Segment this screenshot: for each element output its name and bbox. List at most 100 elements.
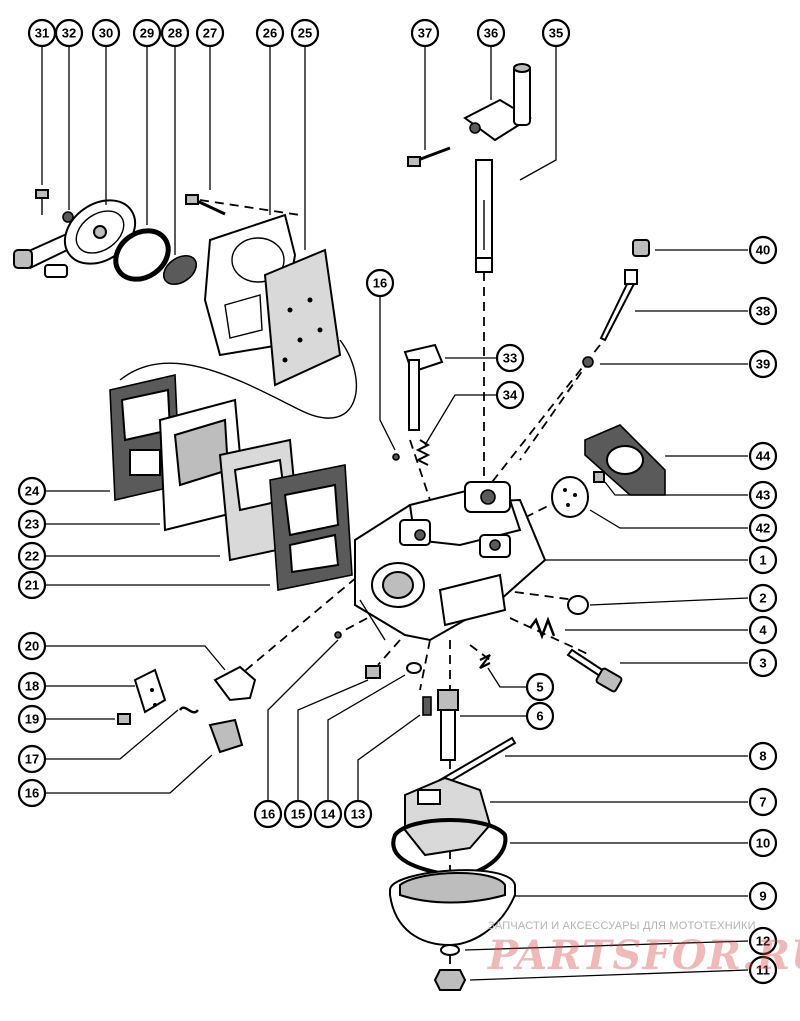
carburetor-body — [354, 481, 547, 642]
svg-text:37: 37 — [418, 26, 432, 41]
svg-text:19: 19 — [25, 712, 39, 727]
callout-43: 43 — [748, 480, 778, 510]
callout-42: 42 — [748, 513, 778, 543]
svg-text:13: 13 — [351, 807, 365, 822]
assembly-lines — [79, 199, 601, 965]
callout-29: 28 — [160, 18, 190, 48]
leader-lines — [41, 47, 749, 981]
svg-text:34: 34 — [503, 388, 518, 403]
svg-text:26: 26 — [263, 26, 277, 41]
throttle-shaft-group — [392, 63, 532, 466]
svg-text:44: 44 — [756, 449, 771, 464]
svg-text:21: 21 — [25, 578, 39, 593]
callout-16-top: 16 — [365, 268, 395, 298]
watermark: ЗАПЧАСТИ И АКСЕССУАРЫ ДЛЯ МОТОТЕХНИКИ PA… — [488, 918, 800, 988]
callout-22: 21 — [17, 570, 47, 600]
svg-text:11: 11 — [756, 963, 770, 978]
svg-text:27: 27 — [203, 26, 217, 41]
svg-text:6: 6 — [536, 709, 543, 724]
bracket-21 — [213, 665, 257, 702]
svg-text:33: 33 — [503, 351, 517, 366]
svg-text:23: 23 — [25, 517, 39, 532]
bowl-gasket — [391, 818, 508, 878]
callout-31: 30 — [91, 18, 121, 48]
callout-41: 40 — [748, 235, 778, 265]
watermark-caption: ЗАПЧАСТИ И АКСЕССУАРЫ ДЛЯ МОТОТЕХНИКИ — [488, 920, 756, 932]
callout-13: 13 — [343, 799, 373, 829]
svg-text:8: 8 — [759, 749, 766, 764]
svg-text:7: 7 — [759, 795, 766, 810]
svg-text:22: 22 — [25, 549, 39, 564]
svg-text:16: 16 — [373, 276, 387, 291]
callout-1: 1 — [748, 545, 778, 575]
callout-24: 23 — [17, 509, 47, 539]
callout-4: 4 — [748, 615, 778, 645]
plate-19 — [133, 668, 167, 714]
callout-2: 2 — [748, 583, 778, 613]
callout-10: 10 — [748, 828, 778, 858]
svg-text:15: 15 — [291, 807, 305, 822]
callout-9: 9 — [748, 881, 778, 911]
callout-36: 35 — [541, 18, 571, 48]
svg-text:42: 42 — [756, 521, 770, 536]
callout-15: 15 — [283, 799, 313, 829]
svg-text:2: 2 — [759, 591, 766, 606]
callout-20: 19 — [17, 704, 47, 734]
svg-text:4: 4 — [759, 623, 767, 638]
callout-14: 14 — [313, 799, 343, 829]
svg-text:12: 12 — [756, 934, 770, 949]
right-side-parts — [479, 239, 666, 693]
callout-26: 25 — [290, 18, 320, 48]
svg-text:14: 14 — [321, 807, 336, 822]
callout-37: 36 — [476, 18, 506, 48]
callout-40: 39 — [748, 349, 778, 379]
svg-text:29: 29 — [140, 26, 154, 41]
svg-text:3: 3 — [759, 656, 766, 671]
svg-text:17: 17 — [25, 752, 39, 767]
callout-25: 24 — [17, 476, 47, 506]
lever-knob — [13, 249, 33, 269]
svg-text:31: 31 — [35, 26, 49, 41]
svg-text:32: 32 — [62, 26, 76, 41]
callout-11: 11 — [748, 955, 778, 985]
callout-16-bottom: 16 — [253, 799, 283, 829]
svg-text:35: 35 — [549, 26, 563, 41]
callout-32: 31 — [27, 18, 57, 48]
svg-text:30: 30 — [99, 26, 113, 41]
svg-text:18: 18 — [25, 679, 39, 694]
gasket-stack — [109, 374, 353, 591]
svg-text:16: 16 — [261, 807, 275, 822]
svg-text:36: 36 — [484, 26, 498, 41]
callout-7: 7 — [748, 787, 778, 817]
watermark-logo: PARTSFOR.RU — [488, 932, 800, 979]
speckled-gasket — [263, 248, 342, 387]
callout-38: 37 — [410, 18, 440, 48]
callout-3: 3 — [748, 648, 778, 678]
svg-text:16: 16 — [25, 786, 39, 801]
callout-34: 33 — [495, 343, 525, 373]
top-left-assembly — [13, 189, 358, 419]
callout-30: 29 — [132, 18, 162, 48]
callout-5: 5 — [525, 672, 555, 702]
callout-39: 38 — [748, 296, 778, 326]
callout-18: 17 — [17, 744, 47, 774]
svg-text:25: 25 — [298, 26, 312, 41]
svg-text:20: 20 — [25, 639, 39, 654]
lower-parts — [334, 631, 517, 991]
callout-21: 20 — [17, 631, 47, 661]
svg-text:10: 10 — [756, 836, 770, 851]
callout-23: 22 — [17, 541, 47, 571]
svg-text:28: 28 — [168, 26, 182, 41]
callout-17: 16 — [17, 778, 47, 808]
callout-12: 12 — [748, 926, 778, 956]
svg-text:43: 43 — [756, 488, 770, 503]
left-small-parts — [117, 665, 257, 754]
svg-text:1: 1 — [759, 553, 766, 568]
svg-text:40: 40 — [756, 243, 770, 258]
callout-44: 44 — [748, 441, 778, 471]
callout-labels: 31 32 30 29 28 27 26 25 37 36 35 40 38 3… — [17, 18, 778, 985]
clip-17 — [208, 718, 244, 754]
callout-6: 6 — [525, 701, 555, 731]
svg-text:24: 24 — [25, 484, 40, 499]
